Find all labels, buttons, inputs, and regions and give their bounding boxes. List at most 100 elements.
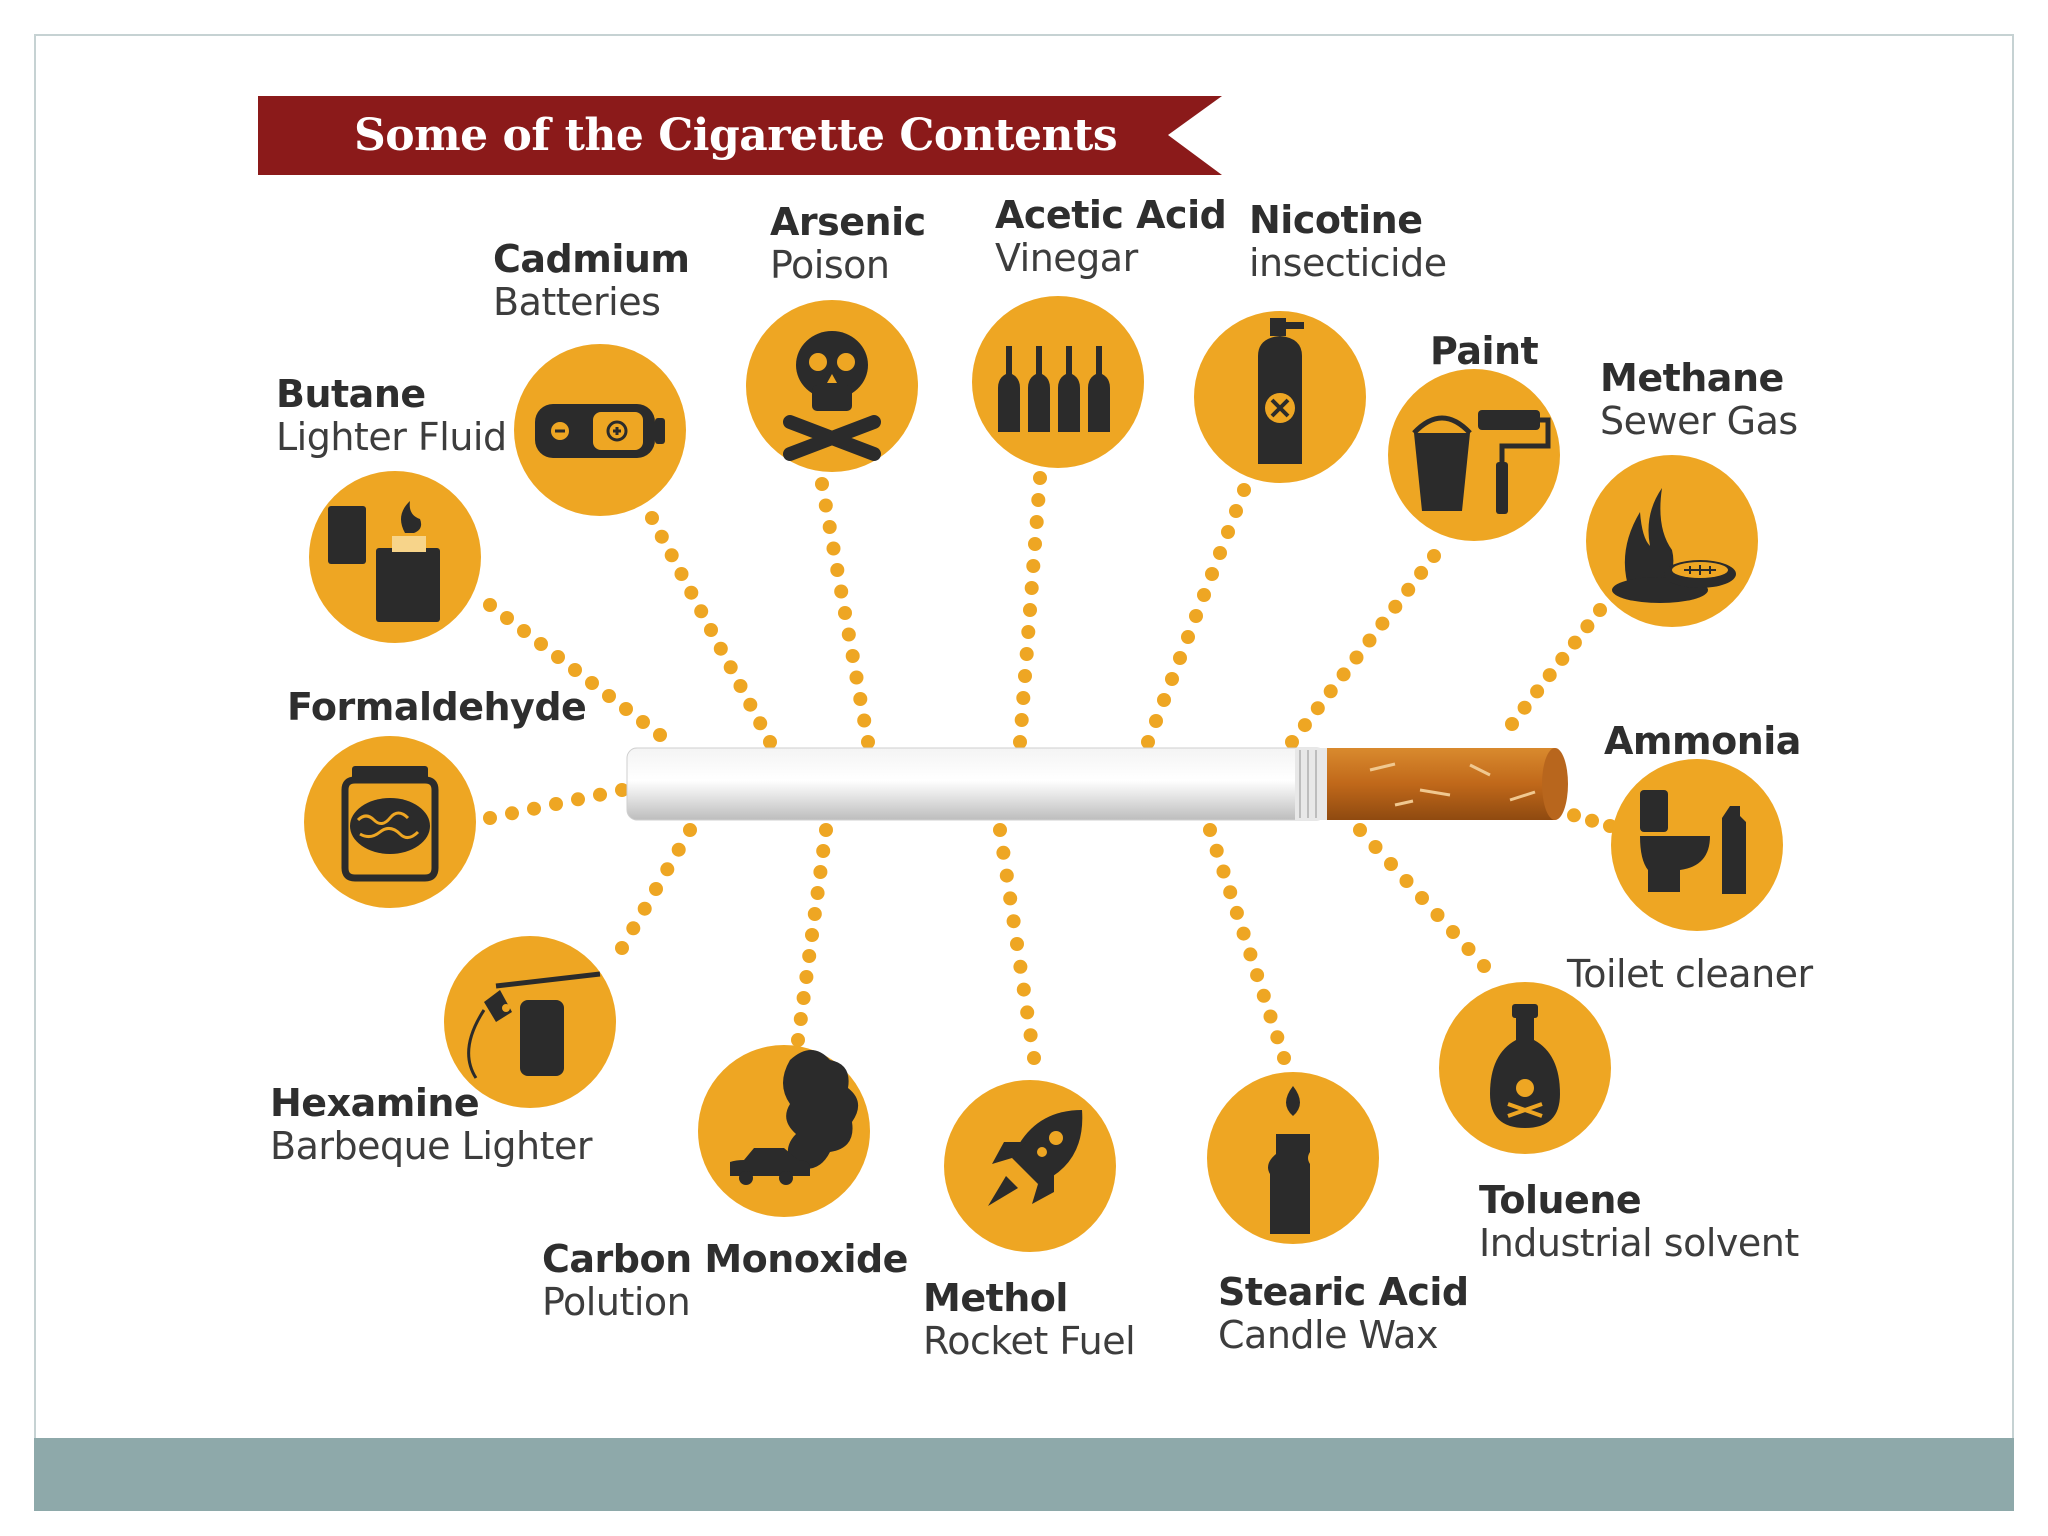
title-banner — [258, 96, 1222, 175]
connector-dot-acetic-acid — [1021, 625, 1036, 639]
connector-dot-paint — [1427, 549, 1441, 563]
connector-dot-nicotine — [1157, 693, 1171, 707]
item-name: Nicotine — [1249, 198, 1423, 242]
connector-dot-butane — [568, 663, 582, 677]
connector-dot-cadmium — [704, 623, 718, 637]
connector-dot-arsenic — [853, 692, 868, 706]
connector-dot-paint — [1310, 701, 1325, 716]
toluene-node — [1439, 982, 1611, 1154]
cigarette — [626, 747, 1568, 821]
connector-dot-cadmium — [743, 697, 758, 712]
connector-dot-stearic-acid — [1223, 885, 1238, 900]
connector-dot-carbon-monoxide — [796, 991, 811, 1005]
paint-bucket-roller-icon — [1412, 410, 1551, 514]
connector-dot-arsenic — [834, 584, 849, 599]
connector-dot-butane — [517, 624, 531, 638]
connector-dot-butane — [602, 689, 616, 703]
item-desc: insecticide — [1249, 240, 1447, 285]
connector-dot-arsenic — [815, 477, 829, 491]
connector-dot-stearic-acid — [1229, 905, 1244, 920]
connector-dot-cadmium — [723, 660, 738, 675]
label-ammonia: Ammonia — [1604, 720, 1801, 763]
connector-dot-formaldehyde — [505, 806, 519, 821]
poison-bottle-icon — [1490, 1004, 1560, 1128]
connector-dot-acetic-acid — [1023, 603, 1037, 617]
connector-dot-formaldehyde — [615, 783, 629, 797]
item-name: Toluene — [1479, 1178, 1642, 1222]
connector-dot-carbon-monoxide — [807, 907, 822, 921]
carbon-monoxide-node — [698, 1045, 870, 1217]
toilet-icon — [1640, 790, 1746, 894]
connector-dot-nicotine — [1197, 588, 1211, 602]
connector-dot-toluene — [1353, 823, 1367, 837]
item-desc: Barbeque Lighter — [270, 1123, 592, 1168]
connector-dot-hexamine — [671, 842, 686, 857]
ammonia-node — [1611, 759, 1783, 931]
connector-dot-carbon-monoxide — [810, 886, 825, 900]
connector-dot-formaldehyde — [527, 801, 541, 816]
connector-dot-nicotine — [1237, 483, 1251, 497]
connector-dot-butane — [653, 728, 667, 742]
connector-dot-acetic-acid — [1016, 691, 1031, 705]
connector-dot-carbon-monoxide — [805, 928, 819, 942]
connector-lines — [483, 471, 1617, 1065]
label-paint: Paint — [1430, 329, 1539, 373]
connector-dot-nicotine — [1181, 630, 1195, 644]
item-name: Stearic Acid — [1218, 1270, 1469, 1314]
connector-dot-butane — [483, 598, 497, 612]
connector-dot-arsenic — [818, 498, 833, 513]
connector-dot-arsenic — [841, 627, 856, 642]
connector-dot-stearic-acid — [1263, 1009, 1278, 1024]
connector-dot-stearic-acid — [1270, 1030, 1285, 1045]
connector-dot-paint — [1414, 565, 1429, 580]
connector-dot-paint — [1375, 616, 1390, 631]
paint-circle — [1388, 369, 1560, 541]
connector-dot-toluene — [1477, 959, 1491, 973]
connector-dot-hexamine — [660, 862, 675, 877]
connector-dot-acetic-acid — [1024, 581, 1039, 595]
connector-dot-methol — [993, 823, 1007, 837]
label-hexamine: Hexamine Barbeque Lighter — [270, 1082, 592, 1167]
item-name: Methane — [1600, 356, 1784, 400]
connector-dot-methol — [1010, 937, 1024, 951]
connector-dot-methol — [1023, 1028, 1038, 1043]
cadmium-node — [514, 344, 686, 516]
connector-dot-carbon-monoxide — [819, 823, 833, 837]
label-nicotine: Nicotine insecticide — [1249, 199, 1447, 284]
label-carbon-monoxide: Carbon Monoxide Polution — [542, 1238, 908, 1323]
nicotine-node — [1194, 311, 1366, 483]
connector-dot-arsenic — [826, 541, 841, 556]
connector-dot-nicotine — [1189, 609, 1203, 623]
lighter-icon — [328, 501, 440, 622]
connector-dot-stearic-acid — [1250, 968, 1265, 983]
label-toluene: Toluene Industrial solvent — [1479, 1179, 1799, 1264]
connector-dot-nicotine — [1141, 735, 1155, 749]
acetic-acid-circle — [972, 296, 1144, 468]
item-desc: Polution — [542, 1279, 691, 1324]
item-desc: Industrial solvent — [1479, 1220, 1799, 1265]
connector-dot-carbon-monoxide — [791, 1033, 805, 1047]
connector-dot-nicotine — [1229, 504, 1243, 518]
connector-dot-formaldehyde — [593, 787, 607, 802]
connector-dot-methol — [999, 868, 1014, 883]
connector-dot-methane — [1517, 700, 1532, 715]
connector-dot-methane — [1567, 635, 1582, 650]
connector-dot-stearic-acid — [1216, 864, 1231, 879]
connector-dot-arsenic — [838, 606, 852, 620]
acetic-acid-node — [972, 296, 1144, 468]
item-desc: Batteries — [493, 279, 661, 324]
connector-dot-paint — [1401, 582, 1416, 597]
item-desc: Vinegar — [995, 235, 1138, 280]
connector-dot-acetic-acid — [1013, 735, 1027, 749]
item-name: Paint — [1430, 329, 1539, 373]
connector-dot-hexamine — [615, 941, 629, 955]
connector-dot-cadmium — [733, 679, 748, 693]
battery-icon — [535, 404, 665, 458]
connector-dot-acetic-acid — [1014, 713, 1029, 727]
label-methol: Methol Rocket Fuel — [923, 1277, 1136, 1362]
connector-dot-acetic-acid — [1018, 669, 1032, 683]
connector-dot-cadmium — [684, 585, 699, 600]
label-acetic-acid: Acetic Acid Vinegar — [995, 194, 1227, 280]
connector-dot-cadmium — [674, 567, 689, 581]
